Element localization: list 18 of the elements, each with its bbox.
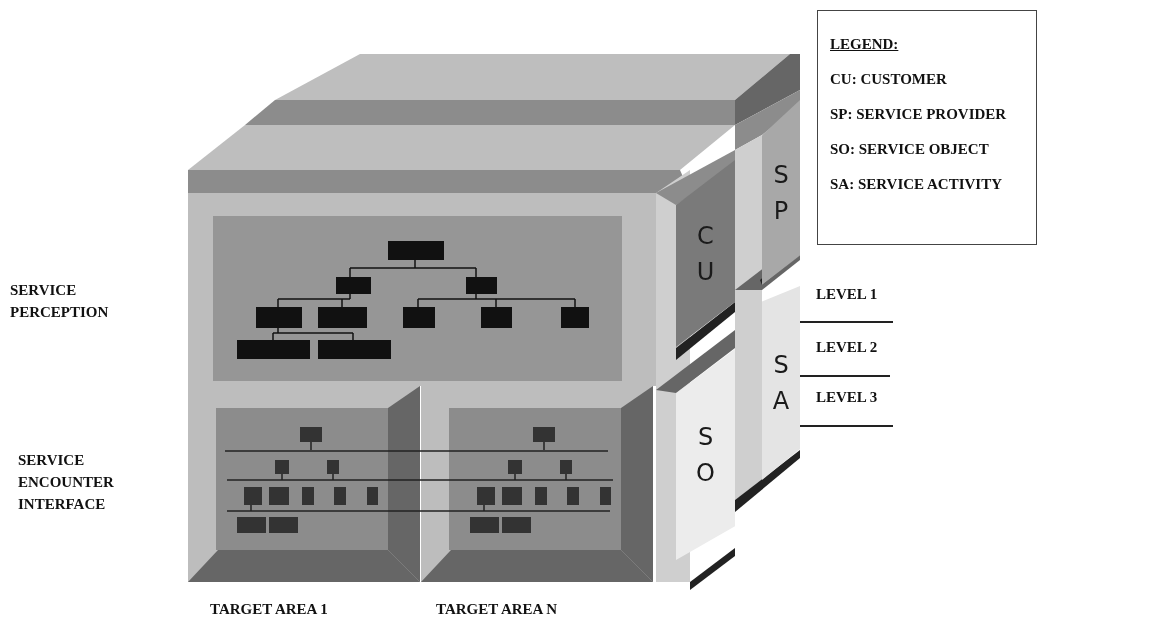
- cube-side-face: [676, 349, 735, 560]
- axis-label: TARGET AREA 1: [210, 600, 329, 619]
- legend-entry: SA: SERVICE ACTIVITY: [830, 175, 1004, 194]
- face-letters: SO: [695, 421, 716, 489]
- side-label: SERVICE PERCEPTION: [10, 281, 110, 322]
- level-label: LEVEL 3: [816, 388, 879, 407]
- level-label: LEVEL 1: [816, 285, 879, 304]
- level-label: LEVEL 2: [816, 338, 879, 357]
- cube-side-face: [762, 286, 800, 480]
- face-letters: SP: [772, 159, 790, 227]
- face-letters: SA: [771, 350, 791, 417]
- axis-label: TARGET AREA N: [436, 600, 559, 619]
- legend-entry: CU: CUSTOMER: [830, 70, 948, 89]
- legend-entry: SP: SERVICE PROVIDER: [830, 105, 1008, 124]
- legend-title: LEGEND:: [830, 35, 900, 54]
- face-letters: CU: [695, 220, 716, 288]
- side-label: SERVICE ENCOUNTER INTERFACE: [18, 451, 115, 514]
- legend-entry: SO: SERVICE OBJECT: [830, 140, 990, 159]
